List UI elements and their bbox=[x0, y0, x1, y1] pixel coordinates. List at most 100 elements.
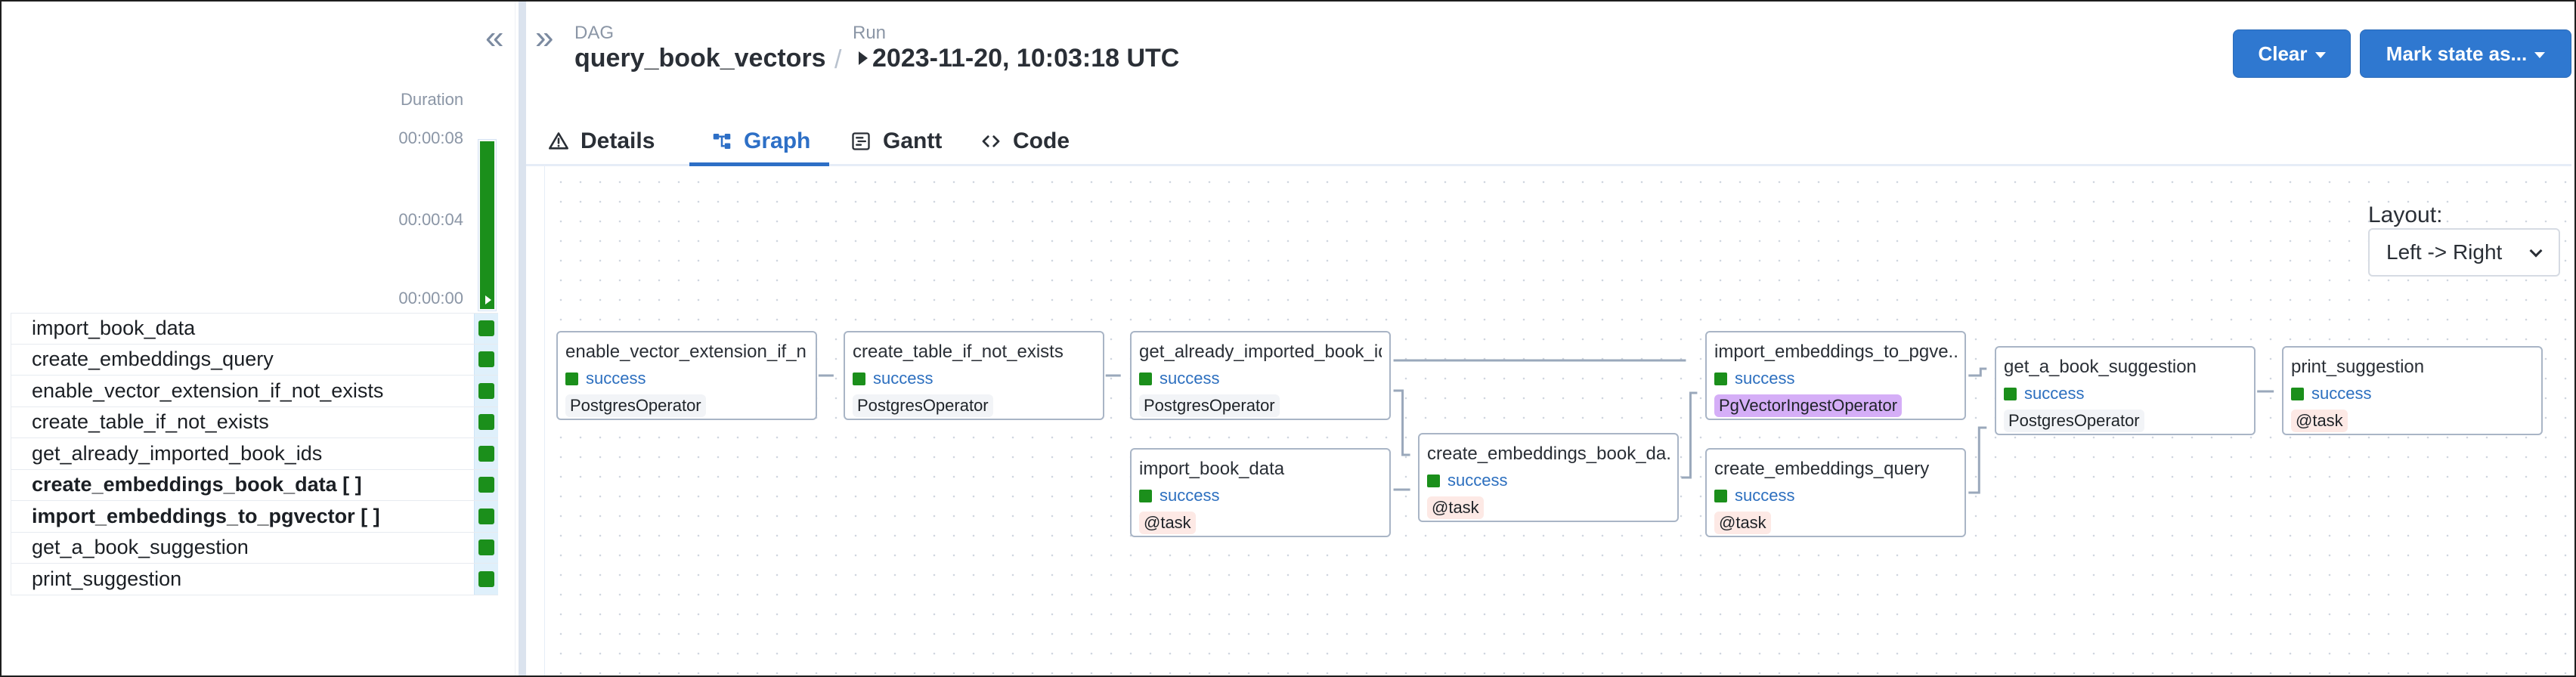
success-status-icon bbox=[853, 372, 865, 385]
graph-edges bbox=[818, 359, 2274, 494]
task-row[interactable]: import_book_data bbox=[11, 313, 498, 345]
graph-canvas[interactable]: enable_vector_extension_if_n... success … bbox=[544, 166, 2571, 675]
success-status-icon bbox=[565, 372, 578, 385]
node-task-id: create_table_if_not_exists bbox=[853, 342, 1064, 362]
node-task-id: print_suggestion bbox=[2291, 357, 2425, 377]
node-operator-badge: @task bbox=[1714, 512, 1771, 534]
task-instance-cell[interactable] bbox=[474, 344, 498, 375]
task-status-success[interactable] bbox=[478, 539, 494, 556]
layout-label: Layout: bbox=[2368, 202, 2443, 227]
task-status-success[interactable] bbox=[478, 477, 494, 493]
run-duration-bar-container[interactable] bbox=[478, 139, 497, 311]
breadcrumb-run-label: Run bbox=[853, 23, 887, 43]
tab-code-label: Code bbox=[1013, 128, 1070, 153]
tab-details-label: Details bbox=[581, 128, 655, 153]
task-status-success[interactable] bbox=[478, 445, 494, 462]
task-status-success[interactable] bbox=[478, 351, 494, 368]
task-row[interactable]: print_suggestion bbox=[11, 564, 498, 595]
success-status-icon bbox=[1139, 489, 1152, 502]
clear-button-label: Clear bbox=[2258, 42, 2308, 65]
graph-node[interactable]: create_table_if_not_exists success Postg… bbox=[844, 331, 1104, 420]
run-duration-bar[interactable] bbox=[480, 141, 494, 309]
task-name[interactable]: create_embeddings_book_data [ ] bbox=[32, 473, 362, 496]
node-task-id: get_a_book_suggestion bbox=[2004, 357, 2197, 377]
task-instance-cell[interactable] bbox=[474, 314, 498, 344]
panel-resize-handle[interactable] bbox=[519, 2, 526, 675]
duration-axis: 00:00:08 00:00:04 00:00:00 bbox=[396, 128, 468, 310]
task-instance-cell[interactable] bbox=[474, 532, 498, 563]
task-name[interactable]: print_suggestion bbox=[32, 567, 182, 590]
task-name[interactable]: import_embeddings_to_pgvector [ ] bbox=[32, 504, 380, 527]
graph-node[interactable]: get_a_book_suggestion success PostgresOp… bbox=[1995, 346, 2256, 435]
task-name[interactable]: create_embeddings_query bbox=[32, 348, 274, 371]
task-row[interactable]: create_embeddings_book_data [ ] bbox=[11, 469, 498, 501]
task-name[interactable]: get_already_imported_book_ids bbox=[32, 441, 323, 465]
success-status-icon bbox=[1714, 372, 1727, 385]
node-status: success bbox=[1427, 471, 1670, 490]
task-row[interactable]: enable_vector_extension_if_not_exists bbox=[11, 376, 498, 407]
tab-gantt[interactable]: Gantt bbox=[850, 116, 942, 166]
tab-details[interactable]: Details bbox=[547, 116, 655, 166]
node-task-id: create_embeddings_book_da... bbox=[1427, 444, 1670, 464]
edge-create-query-to-get-suggestion bbox=[1968, 426, 1987, 494]
collapse-grid-icon[interactable]: « bbox=[485, 19, 504, 56]
task-instance-cell[interactable] bbox=[474, 501, 498, 532]
graph-node[interactable]: create_embeddings_book_da... success @ta… bbox=[1418, 433, 1679, 522]
task-instance-cell[interactable] bbox=[474, 376, 498, 407]
breadcrumb-dag-link[interactable]: query_book_vectors bbox=[574, 44, 826, 73]
node-operator-badge: @task bbox=[1139, 512, 1196, 534]
tab-graph-label: Graph bbox=[744, 128, 811, 153]
task-name[interactable]: enable_vector_extension_if_not_exists bbox=[32, 379, 384, 402]
task-status-success[interactable] bbox=[478, 320, 494, 337]
task-status-success[interactable] bbox=[478, 570, 494, 587]
success-status-icon bbox=[1139, 372, 1152, 385]
graph-node[interactable]: import_embeddings_to_pgve... success PgV… bbox=[1705, 331, 1966, 420]
duration-tick: 00:00:00 bbox=[398, 289, 463, 308]
breadcrumb-dag-label: DAG bbox=[574, 23, 615, 43]
play-icon bbox=[485, 295, 491, 304]
grid-panel: « Duration 00:00:08 00:00:04 00:00:00 im… bbox=[2, 2, 516, 675]
node-status: success bbox=[853, 369, 1095, 388]
node-status-label: success bbox=[1735, 486, 1795, 505]
warning-triangle-icon bbox=[547, 130, 570, 153]
task-status-success[interactable] bbox=[478, 382, 494, 399]
tab-code[interactable]: Code bbox=[980, 116, 1070, 166]
success-status-icon bbox=[1427, 474, 1440, 487]
tab-graph[interactable]: Graph bbox=[711, 116, 810, 166]
graph-node[interactable]: get_already_imported_book_ids success Po… bbox=[1130, 331, 1391, 420]
graph-node[interactable]: enable_vector_extension_if_n... success … bbox=[556, 331, 817, 420]
duration-tick: 00:00:08 bbox=[398, 128, 463, 147]
task-status-success[interactable] bbox=[478, 414, 494, 431]
layout-select[interactable]: Left -> Right bbox=[2368, 228, 2560, 277]
task-status-success[interactable] bbox=[478, 508, 494, 524]
task-row[interactable]: create_embeddings_query bbox=[11, 344, 498, 376]
play-icon bbox=[859, 51, 868, 65]
task-instance-cell[interactable] bbox=[474, 469, 498, 500]
node-status-label: success bbox=[1160, 369, 1220, 388]
task-row[interactable]: create_table_if_not_exists bbox=[11, 407, 498, 438]
task-instance-cell[interactable] bbox=[474, 564, 498, 595]
graph-node[interactable]: print_suggestion success @task bbox=[2282, 346, 2543, 435]
mark-state-button[interactable]: Mark state as... bbox=[2360, 29, 2571, 78]
clear-button[interactable]: Clear bbox=[2233, 29, 2351, 78]
task-instance-cell[interactable] bbox=[474, 407, 498, 437]
task-name[interactable]: create_table_if_not_exists bbox=[32, 410, 269, 434]
graph-node[interactable]: create_embeddings_query success @task bbox=[1705, 448, 1966, 537]
breadcrumb-run-link[interactable]: 2023-11-20, 10:03:18 UTC bbox=[860, 44, 1179, 73]
node-operator-badge: PostgresOperator bbox=[565, 394, 706, 417]
task-row[interactable]: get_already_imported_book_ids bbox=[11, 438, 498, 470]
task-list: import_book_data create_embeddings_query… bbox=[11, 313, 498, 595]
task-instance-cell[interactable] bbox=[474, 438, 498, 469]
active-tab-indicator bbox=[689, 162, 829, 166]
edge-get-ids-to-create-embeddings-book bbox=[1393, 389, 1410, 456]
task-name[interactable]: get_a_book_suggestion bbox=[32, 536, 249, 559]
graph-icon bbox=[711, 130, 733, 153]
run-datetime[interactable]: 2023-11-20, 10:03:18 UTC bbox=[872, 44, 1180, 73]
node-task-id: create_embeddings_query bbox=[1714, 459, 1930, 479]
graph-node[interactable]: import_book_data success @task bbox=[1130, 448, 1391, 537]
expand-details-icon[interactable]: » bbox=[535, 19, 554, 56]
task-row[interactable]: get_a_book_suggestion bbox=[11, 532, 498, 564]
task-name[interactable]: import_book_data bbox=[32, 317, 196, 340]
task-row[interactable]: import_embeddings_to_pgvector [ ] bbox=[11, 501, 498, 533]
